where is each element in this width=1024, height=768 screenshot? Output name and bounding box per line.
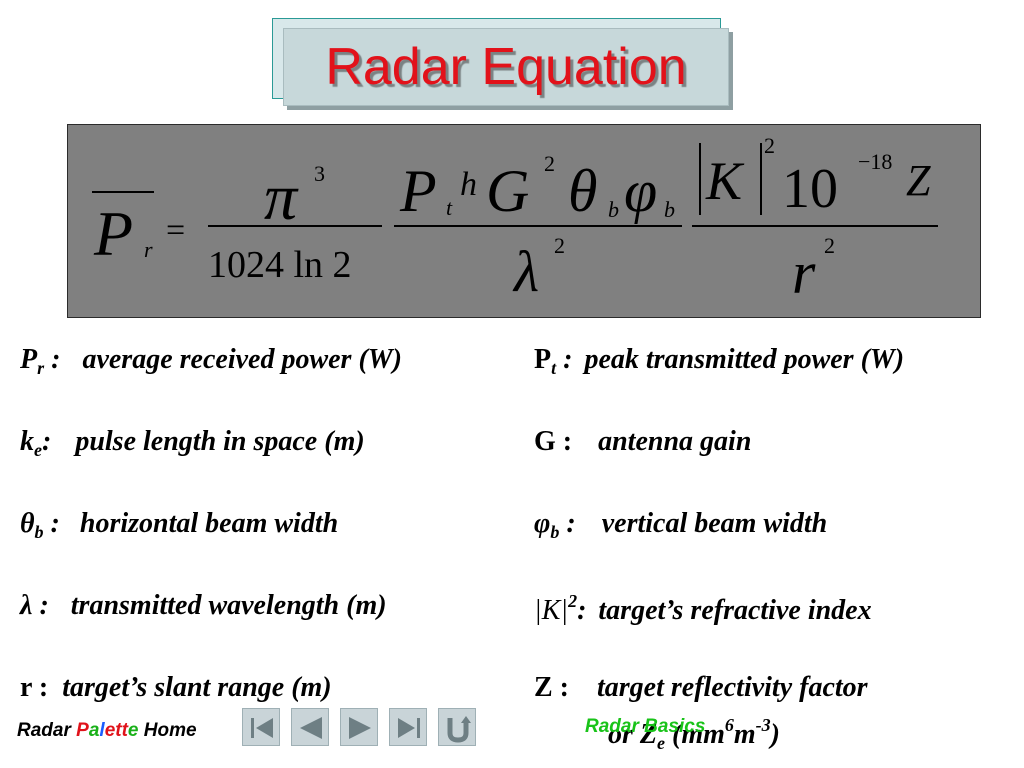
- previous-page-button[interactable]: [291, 708, 329, 746]
- definition-r: r : target’s slant range (m): [20, 674, 332, 702]
- z-alt-sub: e: [657, 733, 665, 753]
- num3-ten: 10: [782, 158, 838, 220]
- den3-r-power: 2: [824, 233, 835, 258]
- num2-theta-sub: b: [608, 197, 619, 222]
- den2-lambda: λ: [512, 239, 539, 304]
- z-alt-unit-mid: m: [733, 719, 756, 750]
- k2-symbol: |K|: [534, 595, 569, 626]
- ke-sub: e: [34, 440, 42, 460]
- z-alt-prefix: or Z: [608, 719, 657, 750]
- num2-h: h: [460, 166, 477, 203]
- theta-text: horizontal beam width: [79, 508, 339, 539]
- return-icon: [447, 716, 471, 743]
- k2-sup: 2: [568, 591, 578, 611]
- definition-pt: Pt : peak transmitted power (W): [534, 344, 905, 378]
- title-banner: Radar Equation: [283, 28, 729, 106]
- first-page-icon: [251, 718, 273, 738]
- definition-pr: Pr : average received power (W): [20, 344, 402, 378]
- z-alt-sup1: 6: [724, 715, 734, 735]
- definition-z: Z : target reflectivity factor: [534, 674, 868, 702]
- num2-phi-sub: b: [664, 197, 675, 222]
- pt-text: peak transmitted power (W): [584, 344, 905, 375]
- z-alt-sup2: -3: [755, 715, 771, 735]
- num2-P-sub: t: [446, 195, 453, 220]
- lambda-symbol: λ: [20, 590, 33, 621]
- g-text: antenna gain: [598, 426, 752, 457]
- den2-lambda-power: 2: [554, 233, 565, 258]
- num2-phi: φ: [624, 158, 657, 224]
- ke-text: pulse length in space (m): [75, 426, 365, 457]
- num3-Z: Z: [906, 156, 931, 205]
- home-link-e: e: [104, 720, 116, 741]
- radar-equation: P r = π 3 1024 ln 2 P t h G 2 θ b φ b λ …: [92, 133, 938, 306]
- theta-symbol: θ: [20, 508, 35, 539]
- k2-sep: :: [577, 595, 587, 626]
- r-text: target’s slant range (m): [62, 672, 332, 703]
- z-symbol: Z :: [534, 672, 569, 703]
- home-link-a: a: [88, 720, 100, 741]
- return-button[interactable]: [438, 708, 476, 746]
- num2-G-power: 2: [544, 151, 555, 176]
- k2-text: target’s refractive index: [598, 595, 872, 626]
- num2-G: G: [486, 158, 529, 224]
- lambda-text: transmitted wavelength (m): [70, 590, 387, 621]
- z-alt-unit-open: (mm: [665, 719, 725, 750]
- den3-r: r: [792, 240, 816, 306]
- home-link-p: P: [76, 720, 89, 741]
- definition-z-alt: or Ze (mm6m-3): [608, 716, 780, 752]
- pi-symbol: π: [264, 161, 299, 234]
- phi-symbol: φ: [534, 508, 551, 539]
- definition-ke: ke: pulse length in space (m): [20, 426, 365, 460]
- num2-P: P: [399, 158, 437, 224]
- pi-power: 3: [314, 161, 325, 186]
- z-alt-unit-close: ): [770, 719, 780, 750]
- last-page-button[interactable]: [389, 708, 427, 746]
- pr-sub: r: [37, 358, 45, 378]
- home-link-text-1: Radar: [17, 720, 77, 741]
- definition-theta: θb : horizontal beam width: [20, 508, 339, 542]
- equals-sign: =: [166, 212, 185, 249]
- next-page-icon: [349, 717, 371, 739]
- definition-g: G : antenna gain: [534, 428, 751, 456]
- num2-theta: θ: [568, 158, 597, 224]
- pt-symbol: P: [534, 344, 552, 375]
- definition-k2: |K|2: target’s refractive index: [534, 592, 872, 625]
- r-symbol: r :: [20, 672, 49, 703]
- next-page-button[interactable]: [340, 708, 378, 746]
- lhs-sub: r: [144, 237, 153, 262]
- pr-text: average received power (W): [82, 344, 402, 375]
- first-page-button[interactable]: [242, 708, 280, 746]
- pt-sep: :: [556, 344, 573, 375]
- num3-K: K: [705, 151, 745, 211]
- equation-panel: P r = π 3 1024 ln 2 P t h G 2 θ b φ b λ …: [67, 124, 981, 318]
- z-text: target reflectivity factor: [597, 672, 868, 703]
- definition-phi: φb : vertical beam width: [534, 508, 828, 542]
- pt-sub: t: [551, 358, 557, 378]
- constant-denominator: 1024 ln 2: [208, 244, 352, 286]
- definition-lambda: λ : transmitted wavelength (m): [20, 592, 387, 620]
- home-link-e2: e: [127, 720, 139, 741]
- pr-sep: :: [44, 344, 61, 375]
- radar-basics-link[interactable]: Radar Basics: [585, 716, 706, 737]
- theta-sep: :: [43, 508, 60, 539]
- phi-sub: b: [550, 522, 560, 542]
- home-link-text-2: Home: [138, 720, 197, 741]
- lhs-symbol: P: [93, 198, 133, 269]
- phi-sep: :: [559, 508, 576, 539]
- home-link-l: l: [99, 720, 105, 741]
- g-symbol: G :: [534, 426, 573, 457]
- lambda-sep: :: [32, 590, 49, 621]
- home-link-tt: tt: [115, 720, 128, 741]
- num3-ten-power: −18: [858, 149, 892, 174]
- pr-symbol: P: [20, 344, 38, 375]
- ke-sep: :: [42, 426, 52, 457]
- page-title: Radar Equation: [325, 38, 687, 96]
- num3-K-power: 2: [764, 133, 775, 158]
- radar-palette-home-link[interactable]: Radar Palette Home: [17, 720, 197, 742]
- theta-sub: b: [34, 522, 44, 542]
- previous-page-icon: [300, 717, 322, 739]
- phi-text: vertical beam width: [601, 508, 828, 539]
- last-page-icon: [398, 718, 420, 738]
- ke-symbol: k: [20, 426, 34, 457]
